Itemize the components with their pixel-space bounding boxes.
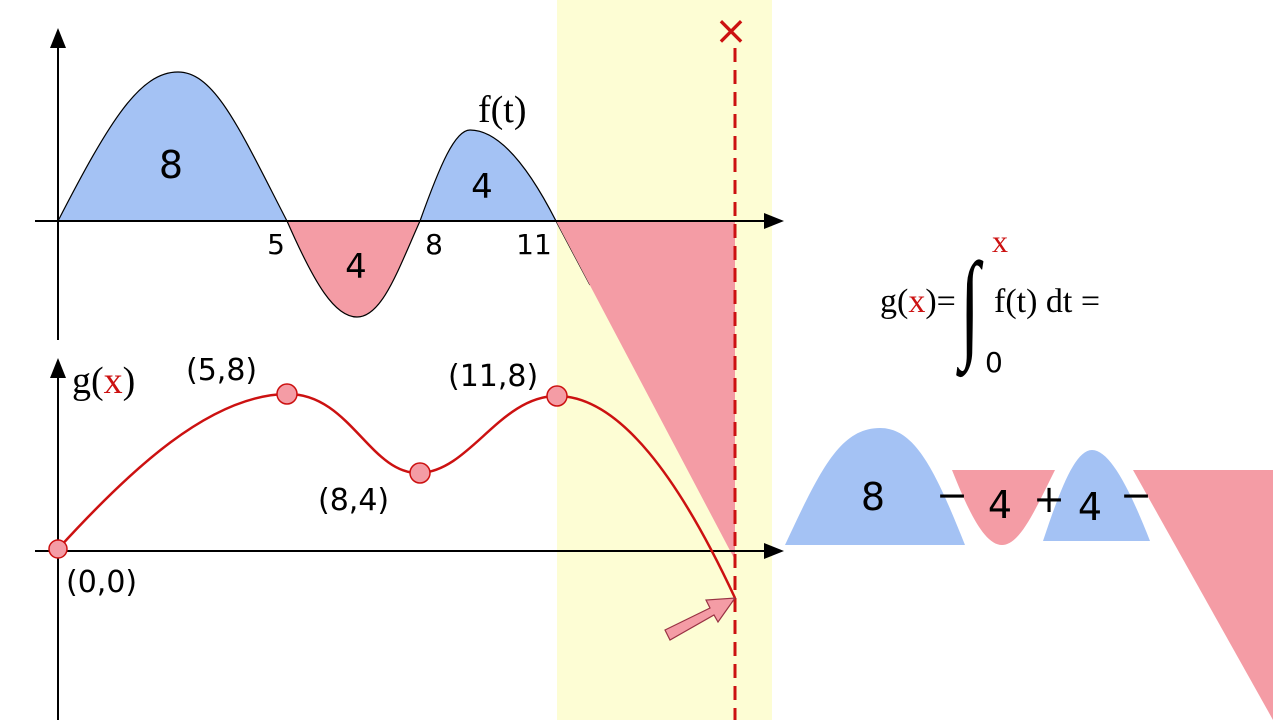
positive-area-2 xyxy=(419,129,557,222)
point-8-4 xyxy=(409,462,431,484)
term-shape-1 xyxy=(785,428,965,545)
point-11-8 xyxy=(546,385,568,407)
operator-1: − xyxy=(936,473,968,517)
formula-lhs: g(x)= xyxy=(880,283,956,320)
term-shape-2 xyxy=(952,470,1055,545)
term-value-1: 8 xyxy=(861,475,885,519)
positive-area-1 xyxy=(57,71,288,222)
bottom-x-arrow-icon xyxy=(764,543,784,559)
tick-label-8: 8 xyxy=(425,228,443,261)
term-value-2: 4 xyxy=(988,483,1012,527)
point-label-5-8: (5,8) xyxy=(186,353,257,388)
term-shape-4 xyxy=(1133,470,1273,720)
point-5-8 xyxy=(276,383,298,405)
lower-limit: 0 xyxy=(985,346,1003,379)
area-label-2: 4 xyxy=(345,247,367,287)
point-label-0-0: (0,0) xyxy=(66,565,137,600)
top-x-arrow-icon xyxy=(764,213,784,229)
bottom-y-arrow-icon xyxy=(50,358,66,378)
point-0-0 xyxy=(48,539,68,559)
term-value-3: 4 xyxy=(1078,485,1102,529)
f-of-t-label: f(t) xyxy=(478,89,527,131)
g-of-x-label: g(x) xyxy=(72,360,135,402)
operator-3: − xyxy=(1120,473,1152,517)
x-marker-icon: × xyxy=(714,8,748,54)
integral-sign: ∫ xyxy=(956,239,984,377)
operator-2: + xyxy=(1033,477,1065,521)
area-label-3: 4 xyxy=(471,167,493,207)
tick-label-11: 11 xyxy=(516,228,552,261)
upper-limit: x xyxy=(992,223,1008,259)
area-label-1: 8 xyxy=(159,143,183,187)
negative-area-triangle xyxy=(556,221,735,560)
tick-label-5: 5 xyxy=(267,228,285,261)
point-label-11-8: (11,8) xyxy=(448,359,538,394)
top-y-arrow-icon xyxy=(50,28,66,48)
formula-integrand: f(t) dt = xyxy=(994,283,1100,320)
pointer-arrow-icon xyxy=(664,597,737,641)
term-shape-3 xyxy=(1043,450,1150,541)
point-label-8-4: (8,4) xyxy=(318,483,389,518)
negative-area-1 xyxy=(286,220,421,318)
